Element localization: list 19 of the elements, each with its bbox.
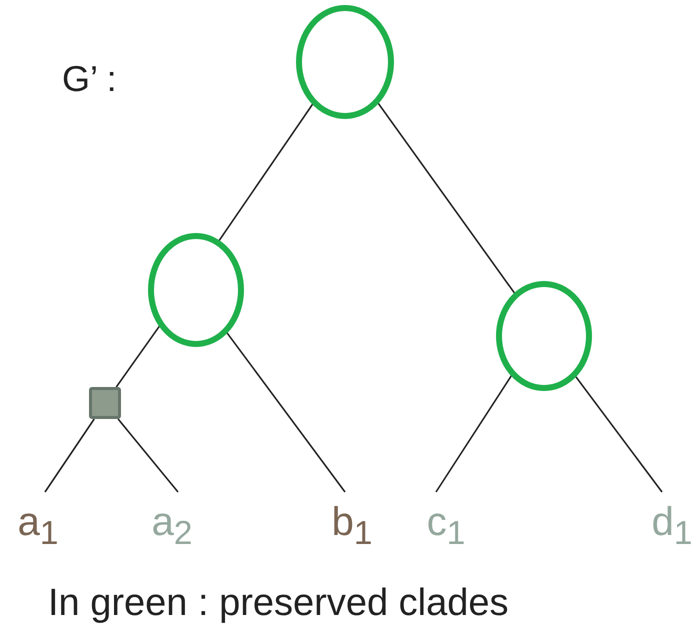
duplication-square	[89, 387, 121, 419]
leaf-label: a$_{1}$	[18, 500, 58, 556]
branch-line	[117, 418, 179, 492]
caption: In green : preserved clades	[48, 582, 508, 625]
leaf-label: c$_{1}$	[426, 500, 466, 556]
branch-line	[44, 418, 95, 492]
clade-ellipse	[148, 233, 244, 347]
leaf-label: b$_{1}$	[332, 500, 372, 556]
graph-title: G’ :	[62, 58, 117, 100]
branch-line	[217, 102, 315, 244]
clade-ellipse	[296, 5, 394, 119]
clade-ellipse	[496, 281, 592, 391]
branch-line	[376, 100, 517, 296]
leaf-label: d$_{1}$	[652, 500, 692, 556]
branch-line	[574, 374, 663, 492]
leaf-label: a$_{2}$	[152, 500, 192, 556]
branch-line	[224, 330, 346, 492]
branch-line	[435, 373, 514, 492]
branch-line	[116, 323, 162, 388]
